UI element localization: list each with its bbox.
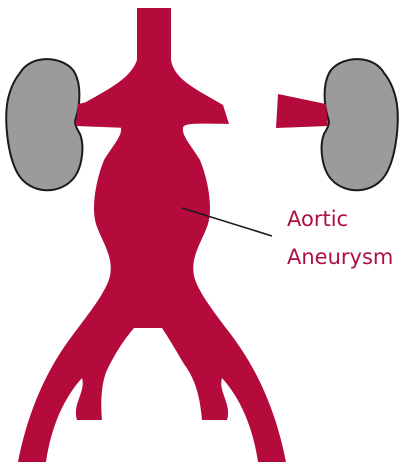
right-renal-artery [276, 94, 328, 128]
aneurysm-label-line2: Aneurysm [287, 244, 393, 270]
left-renal-artery [76, 94, 128, 128]
left-kidney-icon [6, 59, 82, 190]
right-kidney-icon [322, 59, 398, 190]
aneurysm-label-line1: Aortic [287, 206, 348, 232]
